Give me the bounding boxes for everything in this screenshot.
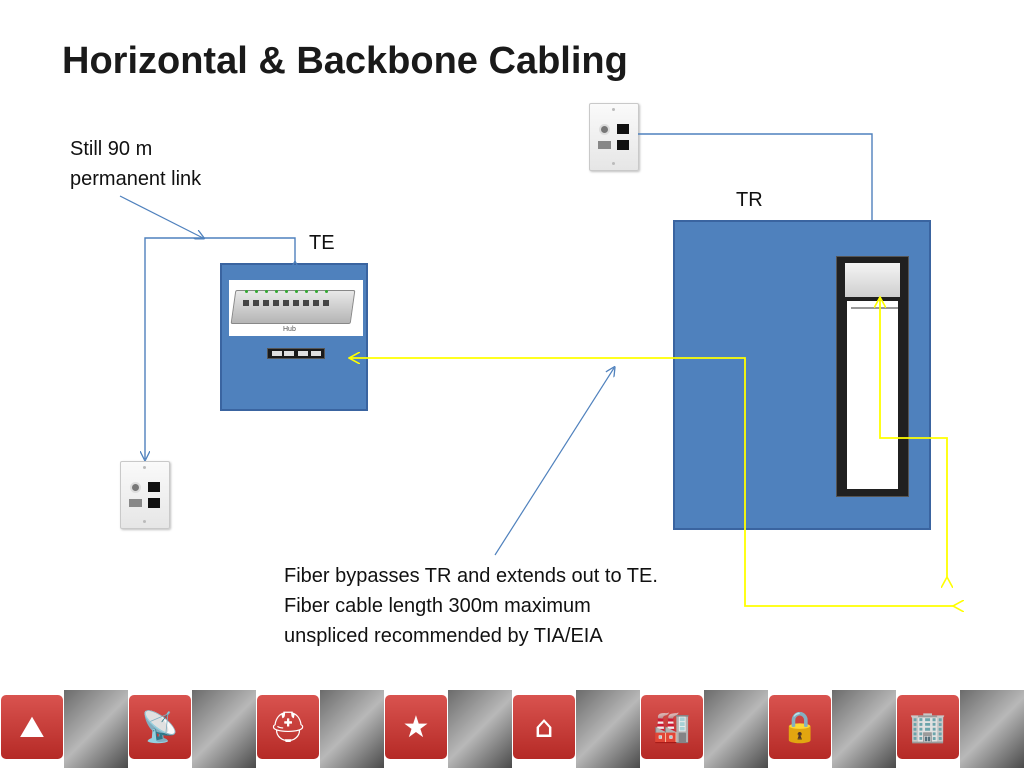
factory-icon-glyph: 🏭 bbox=[653, 709, 691, 745]
fiber-backbone-cable bbox=[350, 358, 954, 606]
permanent-link-note-line1: Still 90 m bbox=[70, 138, 153, 160]
refinery-photo bbox=[704, 690, 768, 768]
factory-icon: 🏭 bbox=[640, 694, 704, 760]
office-building-icon-glyph: 🏢 bbox=[909, 709, 947, 745]
building-photo bbox=[64, 690, 128, 768]
horizontal-copper-cable bbox=[145, 237, 295, 459]
tr-label: TR bbox=[736, 189, 763, 211]
fiber-callout-arrow bbox=[494, 368, 614, 556]
wall-outlet-top bbox=[589, 103, 639, 171]
cables-photo bbox=[576, 690, 640, 768]
thermostat-photo bbox=[832, 690, 896, 768]
permanent-link-note-line2: permanent link bbox=[70, 168, 202, 190]
slide-title: Horizontal & Backbone Cabling bbox=[62, 40, 628, 82]
military-star-icon-glyph: ★ bbox=[402, 709, 430, 745]
tr-outlet-cable bbox=[638, 133, 873, 220]
rj45-jack-icon bbox=[148, 482, 160, 492]
coax-jack-icon bbox=[599, 124, 610, 135]
chevron-logo-icon-glyph: ⛰ bbox=[19, 709, 45, 745]
permanent-link-callout-arrow bbox=[119, 195, 203, 238]
house-icon-glyph: ⌂ bbox=[534, 709, 554, 745]
wall-outlet-bottom bbox=[120, 461, 170, 529]
padlock-icon: 🔒 bbox=[768, 694, 832, 760]
rj45-jack-icon bbox=[617, 140, 629, 150]
chevron-logo-icon: ⛰ bbox=[0, 694, 64, 760]
office-building-icon: 🏢 bbox=[896, 694, 960, 760]
antenna-tower-icon-glyph: 📡 bbox=[141, 709, 179, 745]
rj45-jack-icon bbox=[617, 124, 629, 134]
military-star-icon: ★ bbox=[384, 694, 448, 760]
padlock-icon-glyph: 🔒 bbox=[781, 709, 819, 745]
house-icon: ⌂ bbox=[512, 694, 576, 760]
industrial-photo bbox=[320, 690, 384, 768]
tank-photo bbox=[448, 690, 512, 768]
hard-hat-icon-glyph: ⛑ bbox=[268, 709, 308, 745]
rack-switch bbox=[845, 263, 900, 297]
footer-image-strip: ⛰ 📡 ⛑ ★ ⌂ 🏭 🔒 🏢 bbox=[0, 690, 1024, 768]
te-label: TE bbox=[309, 232, 335, 254]
antenna-tower-icon: 📡 bbox=[128, 694, 192, 760]
video-camera-photo bbox=[192, 690, 256, 768]
rj45-jack-icon bbox=[148, 498, 160, 508]
fiber-rack-cable bbox=[880, 298, 947, 578]
office-tower-photo bbox=[960, 690, 1024, 768]
hard-hat-icon: ⛑ bbox=[256, 694, 320, 760]
coax-jack-icon bbox=[130, 482, 141, 493]
fiber-note-line3: unspliced recommended by TIA/EIA bbox=[284, 625, 603, 647]
permanent-link-note: Still 90 m permanent link bbox=[70, 134, 201, 194]
